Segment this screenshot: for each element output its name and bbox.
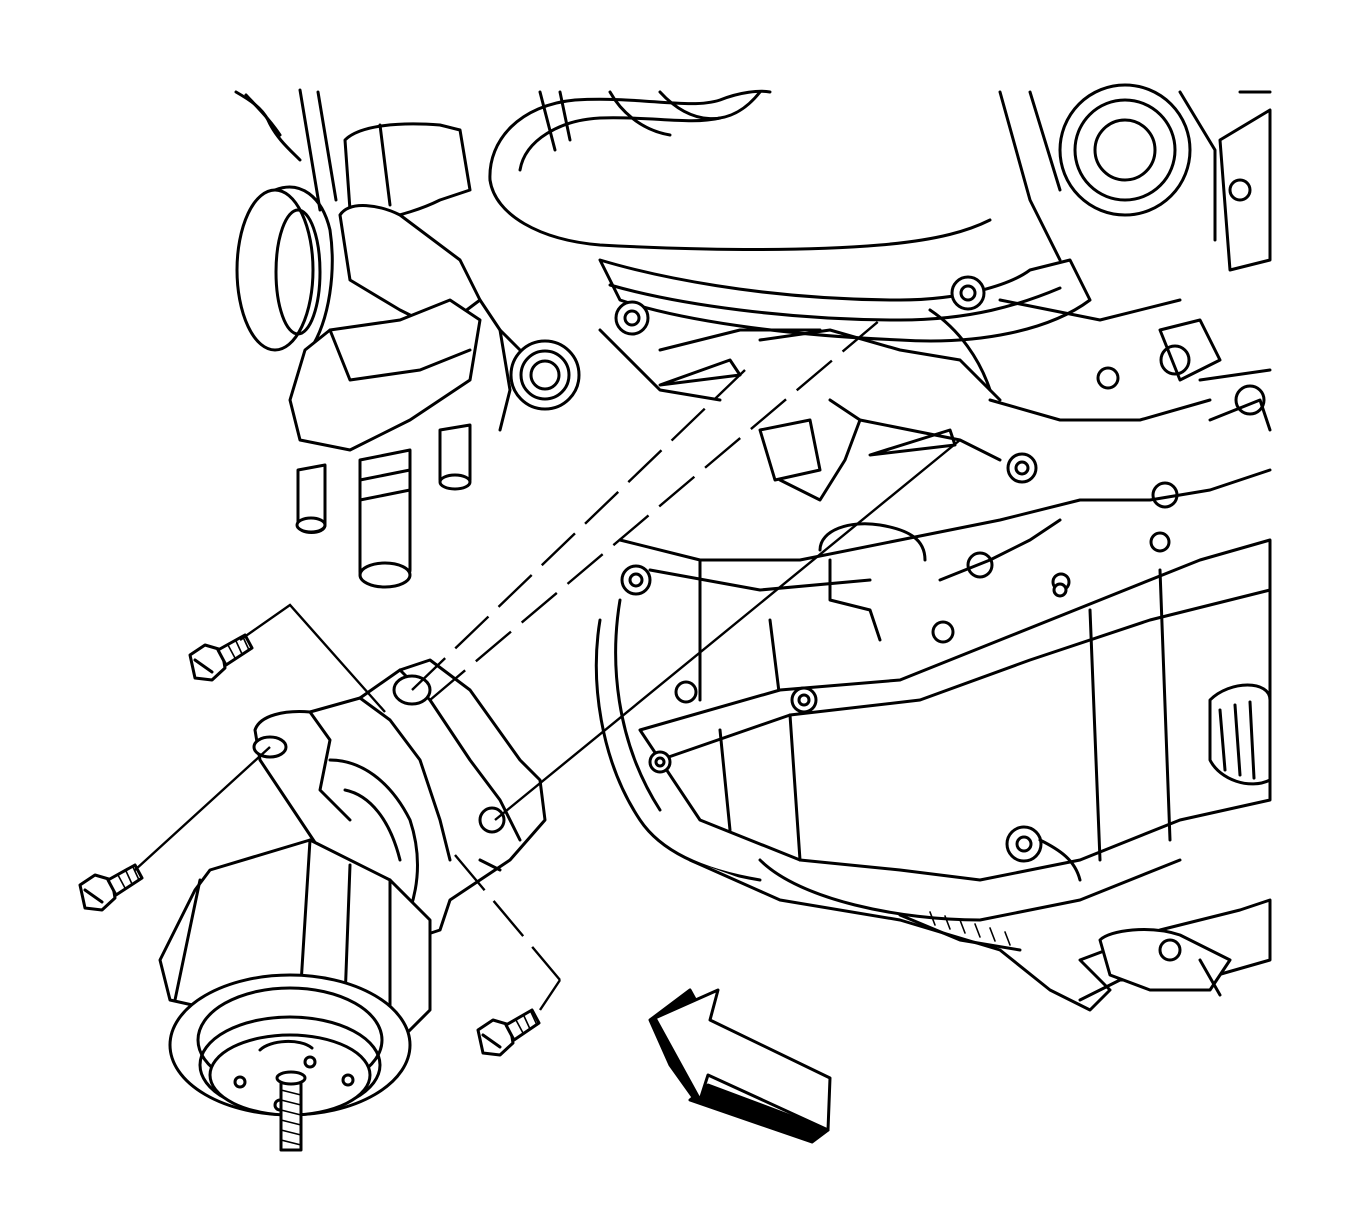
alignment-lines: [134, 319, 961, 1011]
oil-pan: [638, 538, 1272, 1012]
mount-bolt: [476, 1008, 541, 1057]
view-direction-arrow: [648, 988, 832, 1144]
engine-block: [234, 83, 1272, 882]
coolant-outlet-housing: [288, 122, 581, 589]
mount-bolt: [78, 863, 144, 912]
engine-mount: [158, 838, 432, 1152]
mount-bolt: [188, 633, 254, 682]
